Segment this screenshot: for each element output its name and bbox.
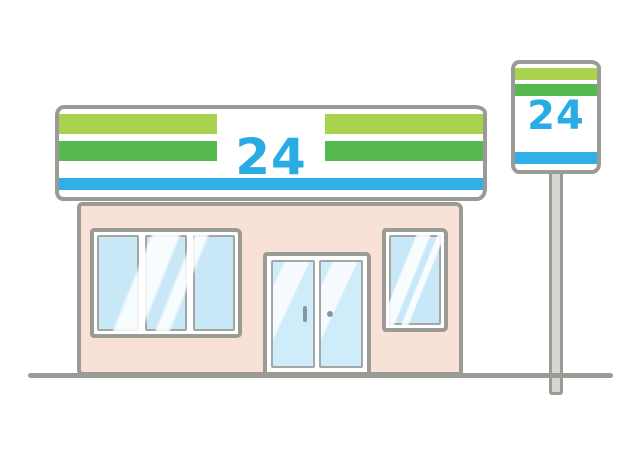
pole-sign-stripe-light-green <box>515 68 597 80</box>
door-panel-right <box>319 260 363 368</box>
ground-line <box>28 373 613 378</box>
left-window-pane-1 <box>97 235 139 331</box>
right-window-pane <box>389 235 441 325</box>
sign-24-badge: 24 <box>217 109 325 182</box>
right-window <box>382 228 448 332</box>
pole-sign: 24 <box>511 60 601 174</box>
door-handle-right <box>327 311 333 317</box>
sign-pole <box>549 168 563 395</box>
pole-sign-stripe-blue <box>515 152 597 164</box>
entrance-door <box>263 252 371 376</box>
left-window-pane-3 <box>193 235 235 331</box>
door-panel-left <box>271 260 315 368</box>
sign-stripe-blue <box>59 178 483 190</box>
store-sign-band: 24 <box>55 105 487 201</box>
left-window-pane-2 <box>145 235 187 331</box>
pole-sign-24-text: 24 <box>527 93 585 139</box>
pole-sign-stripe-green <box>515 84 597 96</box>
sign-24-text: 24 <box>235 128 307 186</box>
left-window <box>90 228 242 338</box>
door-handle-left <box>303 306 307 322</box>
